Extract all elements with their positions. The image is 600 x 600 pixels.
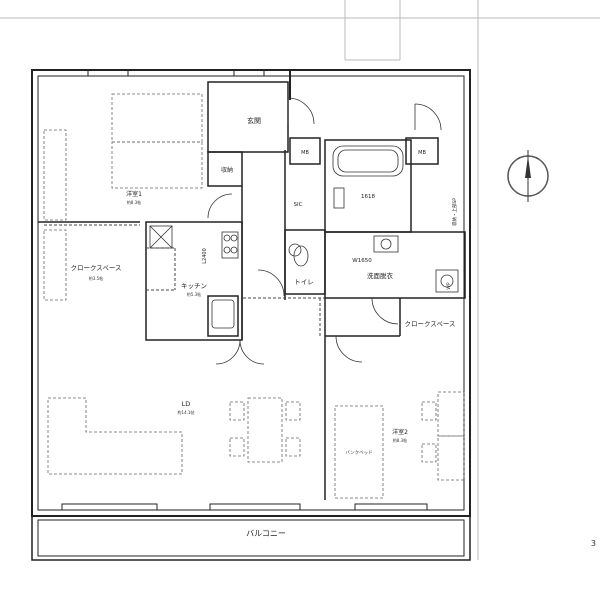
room-yoshitsu1-area: 約8.3帖 xyxy=(127,199,141,205)
room-shuno: 収納 xyxy=(221,166,233,174)
room-ld-area: 約14.1帖 xyxy=(178,409,195,415)
room-kitchen: キッチン xyxy=(181,282,207,290)
room-yoshitsu1: 洋室1 xyxy=(126,190,142,198)
room-closet-left-area: 約3.5帖 xyxy=(89,275,103,281)
outer-walls xyxy=(31,69,471,517)
w-size-label: W1650 xyxy=(352,258,372,264)
room-ld: LD xyxy=(182,400,191,408)
room-toilet: トイレ xyxy=(294,278,314,286)
sic-label: SIC xyxy=(294,202,303,208)
room-senmen: 洗面脱衣 xyxy=(367,271,394,280)
furniture xyxy=(43,93,465,499)
windows xyxy=(61,69,428,511)
pipe-label: 収納・上部SP xyxy=(451,198,458,226)
bath-size-label: 1618 xyxy=(361,194,375,200)
room-yoshitsu2: 洋室2 xyxy=(392,428,408,436)
bath-fixtures xyxy=(288,145,459,293)
room-closet-right: クロークスペース xyxy=(404,320,455,328)
room-yoshitsu2-area: 約8.3帖 xyxy=(393,437,407,443)
scan-edge-lines xyxy=(0,0,600,560)
bunk-bed-label: バンクベッド xyxy=(345,450,372,456)
interior-walls xyxy=(38,81,466,500)
edge-text: 3 xyxy=(591,539,596,548)
room-genkan: 玄関 xyxy=(247,116,261,125)
balcony xyxy=(31,515,471,561)
mb-right-label: MB xyxy=(418,150,426,156)
compass-icon xyxy=(507,150,549,202)
balcony-label: バルコニー xyxy=(246,529,286,538)
wp-label: WP xyxy=(446,282,452,289)
kitchen-fixtures xyxy=(149,225,239,329)
mb-left-label: MB xyxy=(301,150,309,156)
room-kitchen-area: 約5.3帖 xyxy=(187,291,201,297)
room-closet-left: クロークスペース xyxy=(70,264,121,272)
door-swings xyxy=(207,97,442,365)
kitchen-size-label: L2400 xyxy=(202,248,208,264)
dashed-partitions xyxy=(44,224,325,336)
